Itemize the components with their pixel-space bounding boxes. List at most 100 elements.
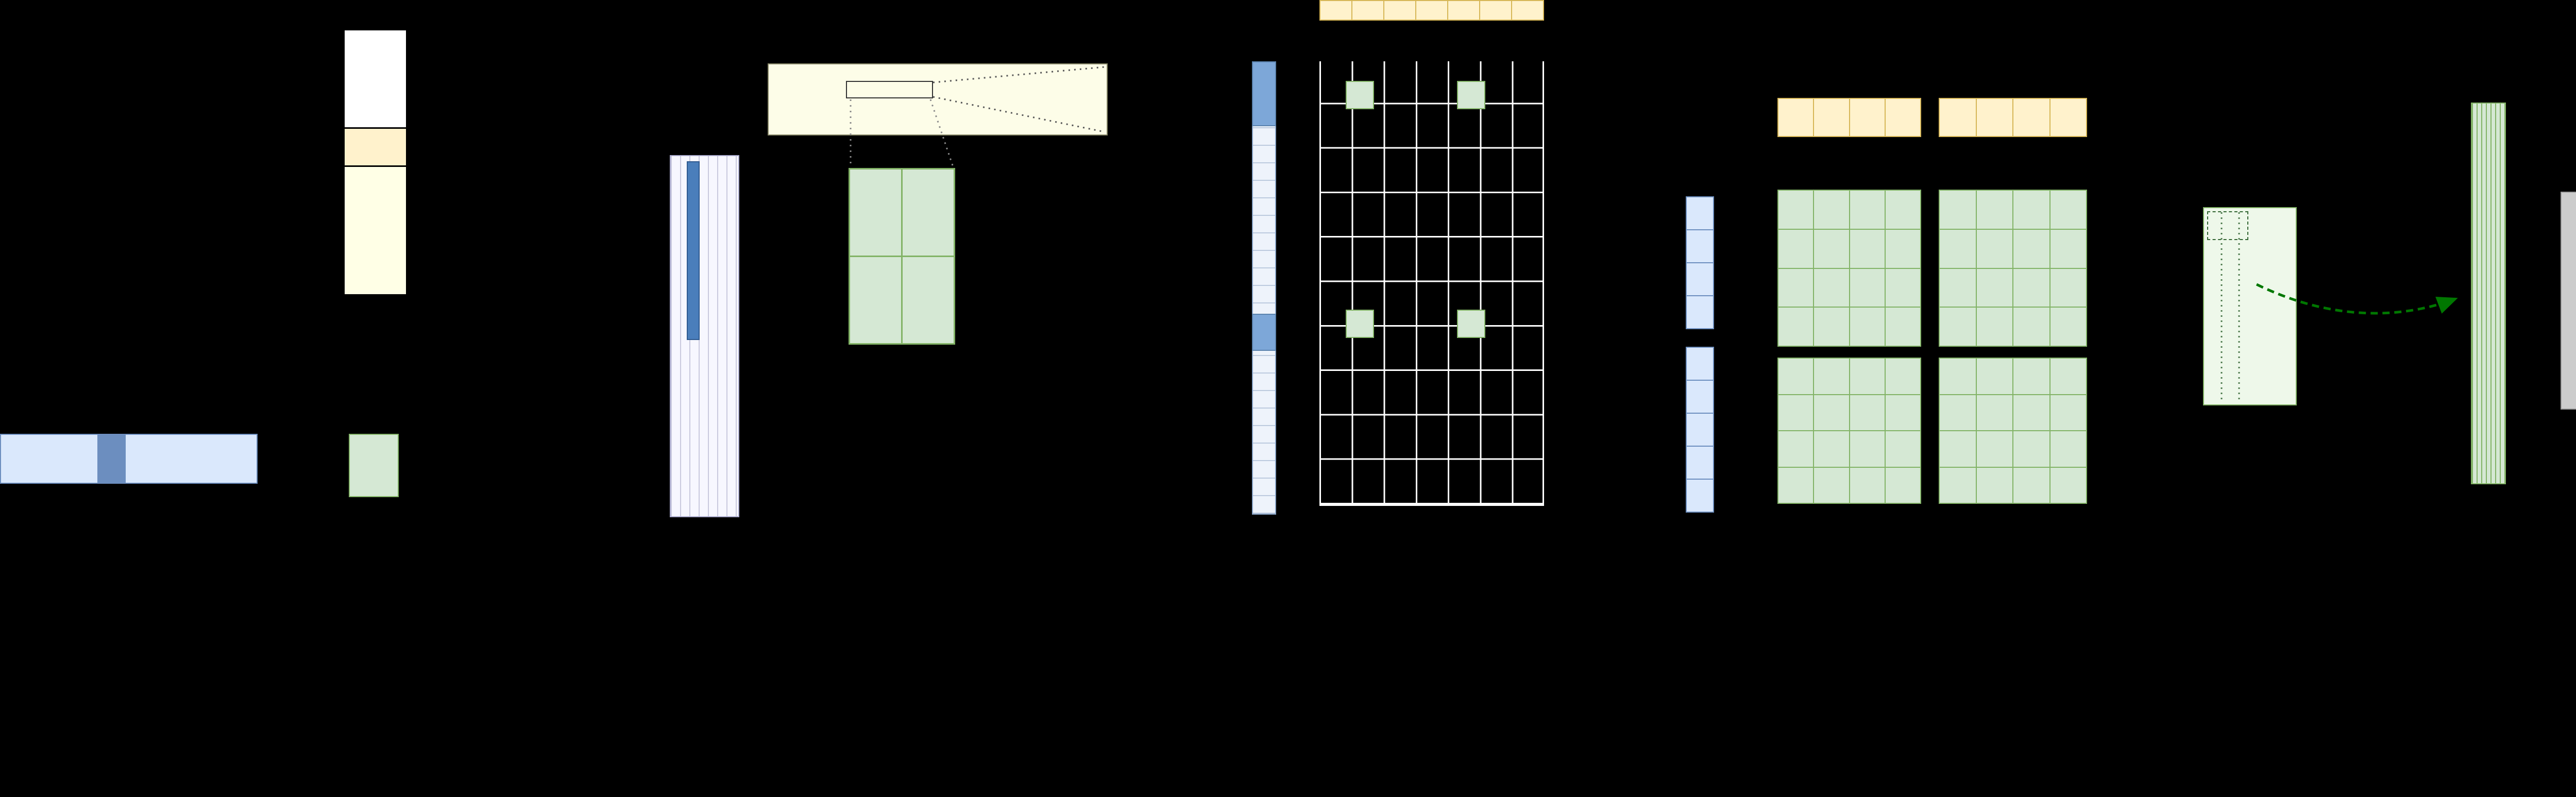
block-grid-bottom-left-cell (1814, 395, 1849, 430)
block-grid-bottom-left-cell (1814, 467, 1849, 503)
block-grid-bottom-left-cell (1778, 359, 1814, 394)
column-header-row-cell (1512, 1, 1543, 20)
column-header-row-cell (1384, 1, 1415, 20)
block-grid-bottom-right-cell (2050, 431, 2086, 467)
row-block-strip-bottom (1686, 347, 1714, 513)
block-grid-bottom-right-cell (1976, 431, 2012, 467)
block-grid-top-right-cell (2013, 229, 2049, 268)
row-block-strip-top-cell (1687, 296, 1713, 328)
block-grid-bottom-left-cell (1850, 431, 1885, 467)
row-band-inset (846, 81, 933, 98)
row-band (768, 63, 1108, 135)
block-grid-top-right-cell (2050, 229, 2086, 268)
block-grid-bottom-right-cell (2013, 467, 2049, 503)
block-header-right-cell (2050, 99, 2086, 136)
block-grid-top-right-cell (1976, 191, 2012, 229)
column-header-row-cell (1416, 1, 1447, 20)
block-grid-top-left-cell (1814, 229, 1849, 268)
striped-matrix-panel (670, 155, 739, 517)
block-grid-top-left-cell (1814, 268, 1849, 307)
sparse-grid-active-cell (1457, 310, 1485, 338)
block-grid-top-left-cell (1778, 229, 1814, 268)
block-grid-bottom-left-cell (1778, 395, 1814, 430)
zoom-detail-grid (849, 168, 955, 345)
block-grid-top-right-cell (1940, 308, 1976, 346)
selected-column-bar (687, 161, 700, 340)
block-grid-top-right-cell (2050, 268, 2086, 307)
block-grid-top-left-cell (1814, 308, 1849, 346)
stacked-blocks-column-cell (345, 166, 406, 295)
row-block-strip-bottom-cell (1687, 447, 1713, 479)
block-grid-top-right-cell (1940, 268, 1976, 307)
block-grid-bottom-right-cell (2050, 359, 2086, 394)
block-grid-bottom-left-cell (1850, 395, 1885, 430)
column-header-row-cell (1480, 1, 1511, 20)
block-grid-top-left-cell (1885, 191, 1920, 229)
block-header-right-cell (2013, 99, 2049, 136)
block-grid-bottom-right-cell (2050, 395, 2086, 430)
column-header-row (1319, 0, 1544, 21)
block-grid-top-left-cell (1778, 308, 1814, 346)
green-tile (349, 434, 399, 497)
block-header-left-cell (1814, 99, 1849, 136)
block-grid-bottom-right-cell (1940, 359, 1976, 394)
block-grid-bottom-left-cell (1885, 431, 1920, 467)
block-header-left (1777, 98, 1921, 137)
block-grid-bottom-left-cell (1778, 431, 1814, 467)
block-grid-top-right-cell (1976, 268, 2012, 307)
row-block-strip-top (1686, 196, 1714, 329)
gray-buffer-bar (2561, 192, 2576, 410)
block-grid-bottom-left-cell (1814, 359, 1849, 394)
sparse-grid-active-cell (1346, 81, 1374, 109)
column-header-row-cell (1352, 1, 1383, 20)
block-grid-top-right (1939, 190, 2087, 347)
block-grid-bottom-right-cell (1940, 431, 1976, 467)
block-header-right-cell (1940, 99, 1976, 136)
block-grid-bottom-left-cell (1885, 395, 1920, 430)
block-grid-bottom-right (1939, 358, 2087, 504)
block-grid-bottom-right-cell (1940, 467, 1976, 503)
block-grid-bottom-left-cell (1885, 359, 1920, 394)
sparse-grid-active-cell (1346, 310, 1374, 338)
row-block-strip-bottom-cell (1687, 414, 1713, 446)
block-grid-top-left (1777, 190, 1921, 347)
block-grid-top-left-cell (1850, 268, 1885, 307)
block-header-left-cell (1778, 99, 1814, 136)
row-block-strip-top-cell (1687, 230, 1713, 262)
block-grid-top-left-cell (1850, 229, 1885, 268)
zoom-detail-grid-cell (850, 169, 901, 256)
block-grid-bottom-right-cell (1940, 395, 1976, 430)
block-grid-bottom-right-cell (2050, 467, 2086, 503)
row-block-strip-top-cell (1687, 263, 1713, 295)
block-grid-bottom-left-cell (1885, 467, 1920, 503)
block-grid-bottom-left-cell (1850, 467, 1885, 503)
zoom-detail-grid-cell (903, 169, 954, 256)
block-grid-bottom-left (1777, 358, 1921, 504)
block-grid-top-right-cell (1940, 191, 1976, 229)
block-grid-top-right-cell (2013, 191, 2049, 229)
sequence-bar-cell (1, 435, 98, 483)
zoom-detail-grid-cell (850, 257, 901, 343)
zoom-detail-grid-cell (903, 257, 954, 343)
column-header-row-cell (1448, 1, 1479, 20)
block-grid-top-left-cell (1778, 191, 1814, 229)
block-header-right-cell (1976, 99, 2012, 136)
sequence-bar-cell (125, 435, 257, 483)
stacked-blocks-column-cell (345, 128, 406, 165)
block-grid-top-right-cell (2013, 308, 2049, 346)
block-grid-top-right-cell (1976, 229, 2012, 268)
row-block-strip-bottom-cell (1687, 480, 1713, 512)
token-strip-highlight-mid (1252, 314, 1276, 351)
token-column-strip (1252, 61, 1276, 515)
stacked-blocks-column-cell (345, 30, 406, 127)
block-grid-bottom-right-cell (2013, 395, 2049, 430)
block-header-left-cell (1885, 99, 1920, 136)
block-grid-top-left-cell (1850, 191, 1885, 229)
block-grid-bottom-left-cell (1814, 431, 1849, 467)
sequence-bar (0, 434, 258, 484)
column-header-row-cell (1320, 1, 1351, 20)
row-block-strip-bottom-cell (1687, 381, 1713, 413)
workspace-dotted-region (2207, 211, 2248, 240)
block-grid-top-right-cell (2050, 191, 2086, 229)
